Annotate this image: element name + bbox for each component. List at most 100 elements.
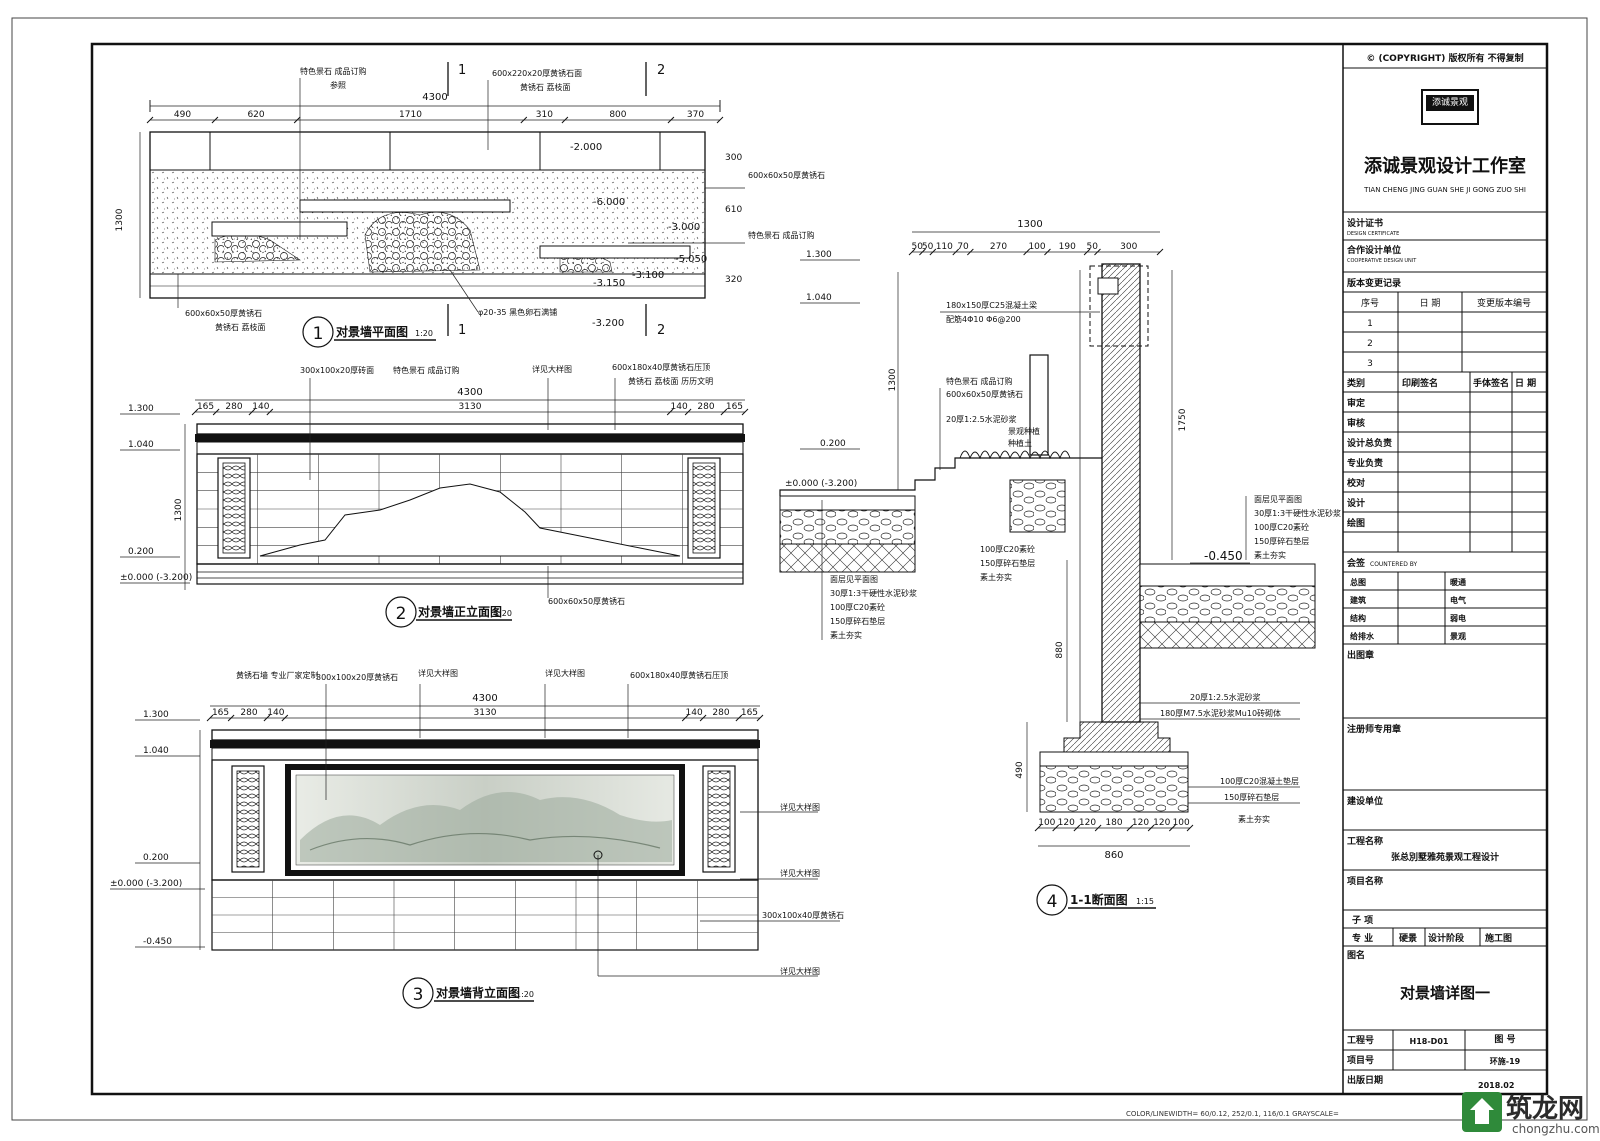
disc-struct: 结构 <box>1350 613 1366 623</box>
watermark-url: chongzhu.com <box>1512 1122 1600 1136</box>
front-title: 对景墙正立面图 <box>418 604 502 619</box>
level-plan-3000: -3.000 <box>668 222 700 233</box>
note-front-c: 600x180x40厚黄锈石压顶 <box>612 362 710 372</box>
countersign-label: 会签 <box>1347 557 1366 569</box>
note-sec-i2: 30厚1:3干硬性水泥砂浆 <box>1254 508 1341 518</box>
sec-level-1040: 1.040 <box>806 293 832 303</box>
note-sec-j: 100厚C20素砼 <box>830 602 885 612</box>
front-level-1300: 1.300 <box>128 404 154 414</box>
front-title-num: 2 <box>396 604 407 624</box>
note-back-detail1: 详见大样图 <box>418 668 458 678</box>
svg-text:2: 2 <box>657 323 665 338</box>
back-dim-total: 4300 <box>472 693 497 704</box>
svg-text:1: 1 <box>458 63 466 78</box>
note-sec-i: 30厚1:3干硬性水泥砂浆 <box>830 588 917 598</box>
section-bottom-dim-6: 100 <box>1173 818 1190 828</box>
section-dim-860: 860 <box>1104 850 1123 861</box>
back-dim-2: 140 <box>267 708 284 718</box>
back-dim-6: 165 <box>741 708 758 718</box>
svg-text:1300: 1300 <box>115 208 125 231</box>
level-plan-3100: -3.100 <box>632 270 664 281</box>
note-sec-f: 景观种植 <box>1008 426 1040 436</box>
front-level-0000: ±0.000 (-3.200) <box>120 573 192 583</box>
back-title: 对景墙背立面图 <box>436 985 520 1000</box>
stamp1-label: 出图章 <box>1347 649 1374 661</box>
note-plan-d: 黄锈石 荔枝面 <box>520 82 571 92</box>
title-block-frame <box>1342 43 1548 1095</box>
discipline-label: 专 业 <box>1352 932 1373 944</box>
drawing-name: 对景墙详图一 <box>1400 984 1490 1002</box>
note-sec-p: 150厚碎石垫层 <box>1224 792 1279 802</box>
note-plan-b: 参照 <box>330 80 346 90</box>
note-sec-a: 180x150厚C25混凝土梁 <box>946 300 1037 310</box>
note-sec-h: 面层见平面图 <box>830 575 878 584</box>
back-level-0450: -0.450 <box>143 937 172 947</box>
level-plan-2000: -2.000 <box>570 142 602 153</box>
svg-text:1300: 1300 <box>888 368 898 391</box>
back-dim-1: 280 <box>240 708 257 718</box>
front-dim-5: 280 <box>697 402 714 412</box>
countersign-label-en: COUNTERED BY <box>1370 561 1418 568</box>
sign-row-review: 审核 <box>1347 417 1365 429</box>
partner-unit-label: 合作设计单位 <box>1347 244 1401 256</box>
disc-general: 总图 <box>1350 577 1366 587</box>
dim-300-r: 300 <box>725 153 742 163</box>
section-top-dim-2: 110 <box>936 242 953 252</box>
note-back-detail5: 详见大样图 <box>780 966 820 976</box>
rev-row-1: 1 <box>1367 319 1373 329</box>
company-name: 添诚景观设计工作室 <box>1364 155 1526 177</box>
section-bottom-dim-3: 180 <box>1105 818 1122 828</box>
disc-arch: 建筑 <box>1349 595 1366 605</box>
note-front-a: 300x100x20厚砖面 <box>300 365 374 375</box>
note-sec-c: 特色景石 成品订购 <box>946 376 1013 386</box>
note-plan-a: 特色景石 成品订购 <box>300 66 367 76</box>
design-cert-label: 设计证书 <box>1347 217 1383 229</box>
plan-dim-5: 370 <box>687 110 704 120</box>
stamp2-label: 注册师专用章 <box>1347 723 1401 735</box>
disc-weak: 弱电 <box>1450 613 1466 623</box>
note-sec-g: 种植土 <box>1008 438 1032 448</box>
svg-text:1750: 1750 <box>1178 408 1188 431</box>
sign-header-date: 日 期 <box>1515 377 1536 389</box>
phase-value: 施工图 <box>1485 932 1512 944</box>
sec-level-0450: -0.450 <box>1204 549 1243 563</box>
note-front-detail1: 详见大样图 <box>532 364 572 374</box>
plan-dim-4: 800 <box>609 110 626 120</box>
project-no: H18-D01 <box>1410 1037 1449 1046</box>
level-plan-3150: -3.150 <box>593 278 625 289</box>
svg-text:1: 1 <box>458 323 466 338</box>
plan-dim-2: 1710 <box>399 110 422 120</box>
copyright-notice: © (COPYRIGHT) 版权所有 不得复制 <box>1366 52 1523 64</box>
note-back-c: 600x180x40厚黄锈石压顶 <box>630 670 728 680</box>
section-bottom-dim-2: 120 <box>1079 818 1096 828</box>
section-bottom-dim-4: 120 <box>1132 818 1149 828</box>
back-title-num: 3 <box>413 985 424 1005</box>
back-level-1300: 1.300 <box>143 710 169 720</box>
note-sec-k2: 150厚碎石垫层 <box>980 558 1035 568</box>
back-dim-4: 140 <box>686 708 703 718</box>
note-sec-q: 素土夯实 <box>1238 814 1270 824</box>
svg-text:610: 610 <box>725 205 742 215</box>
front-level-0200: 0.200 <box>128 547 154 557</box>
section-bottom-dim-5: 120 <box>1153 818 1170 828</box>
section-bottom-dim-1: 120 <box>1058 818 1075 828</box>
revision-record-label: 版本变更记录 <box>1346 277 1401 289</box>
svg-text:2: 2 <box>657 63 665 78</box>
note-front-b: 特色景石 成品订购 <box>393 365 460 375</box>
note-sec-k: 150厚碎石垫层 <box>830 616 885 626</box>
item-no-label: 项目号 <box>1347 1055 1374 1066</box>
back-level-0200: 0.200 <box>143 853 169 863</box>
section-title: 1-1断面图 <box>1070 892 1128 907</box>
plan-dim-total: 4300 <box>422 92 447 103</box>
disc-elec: 电气 <box>1450 595 1466 605</box>
front-dim-0: 165 <box>197 402 214 412</box>
phase-label: 设计阶段 <box>1428 932 1465 944</box>
house-icon <box>1462 1092 1502 1132</box>
outer-frame <box>11 17 1588 1121</box>
plan-scale: 1:20 <box>415 329 433 338</box>
project-name: 张总別墅雅苑景观工程设计 <box>1391 851 1499 863</box>
